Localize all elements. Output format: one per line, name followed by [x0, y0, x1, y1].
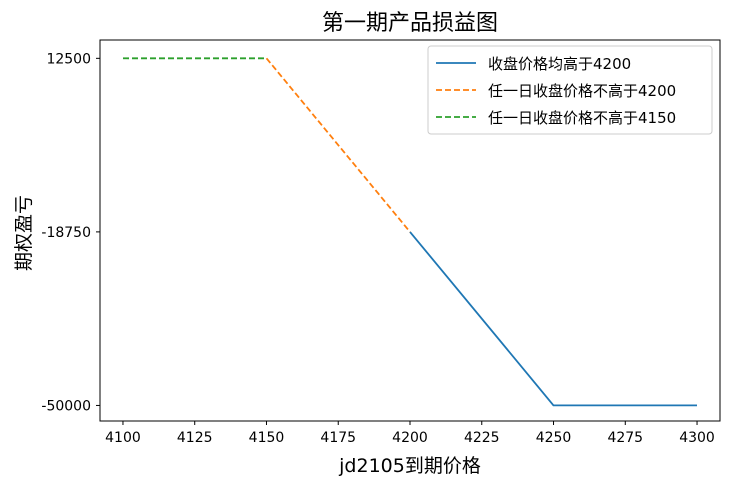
- series-line-0: [409, 231, 697, 407]
- plot-frame: [99, 39, 721, 422]
- legend: 收盘价格均高于4200 任一日收盘价格不高于4200 任一日收盘价格不高于415…: [427, 45, 713, 135]
- y-axis-title: 期权盈亏: [13, 195, 35, 271]
- x-tick-label: 4275: [607, 430, 643, 446]
- series-line-1: [265, 57, 411, 233]
- x-tick-label: 4200: [392, 430, 428, 446]
- y-tick-label: 12500: [46, 51, 91, 67]
- y-tick-label: -50000: [41, 398, 91, 414]
- x-axis-ticks: 4100 4125 4150 4175 4200 4225 4250 4275 4300: [105, 421, 715, 446]
- x-tick-label: 4225: [464, 430, 500, 446]
- series-layer: [123, 57, 697, 407]
- y-axis-ticks: 12500 -18750 -50000: [41, 51, 100, 414]
- x-tick-label: 4100: [105, 430, 141, 446]
- legend-frame: [427, 45, 713, 135]
- x-tick-label: 4125: [177, 430, 213, 446]
- legend-label-series-0: 收盘价格均高于4200: [488, 55, 631, 73]
- legend-label-series-2: 任一日收盘价格不高于4150: [488, 109, 676, 127]
- chart-title: 第一期产品损益图: [322, 11, 498, 36]
- x-tick-label: 4250: [536, 430, 572, 446]
- x-tick-label: 4150: [249, 430, 285, 446]
- legend-label-series-1: 任一日收盘价格不高于4200: [488, 82, 676, 100]
- x-axis-title: jd2105到期价格: [338, 455, 481, 477]
- x-tick-label: 4300: [679, 430, 715, 446]
- x-tick-label: 4175: [320, 430, 356, 446]
- y-tick-label: -18750: [41, 225, 91, 241]
